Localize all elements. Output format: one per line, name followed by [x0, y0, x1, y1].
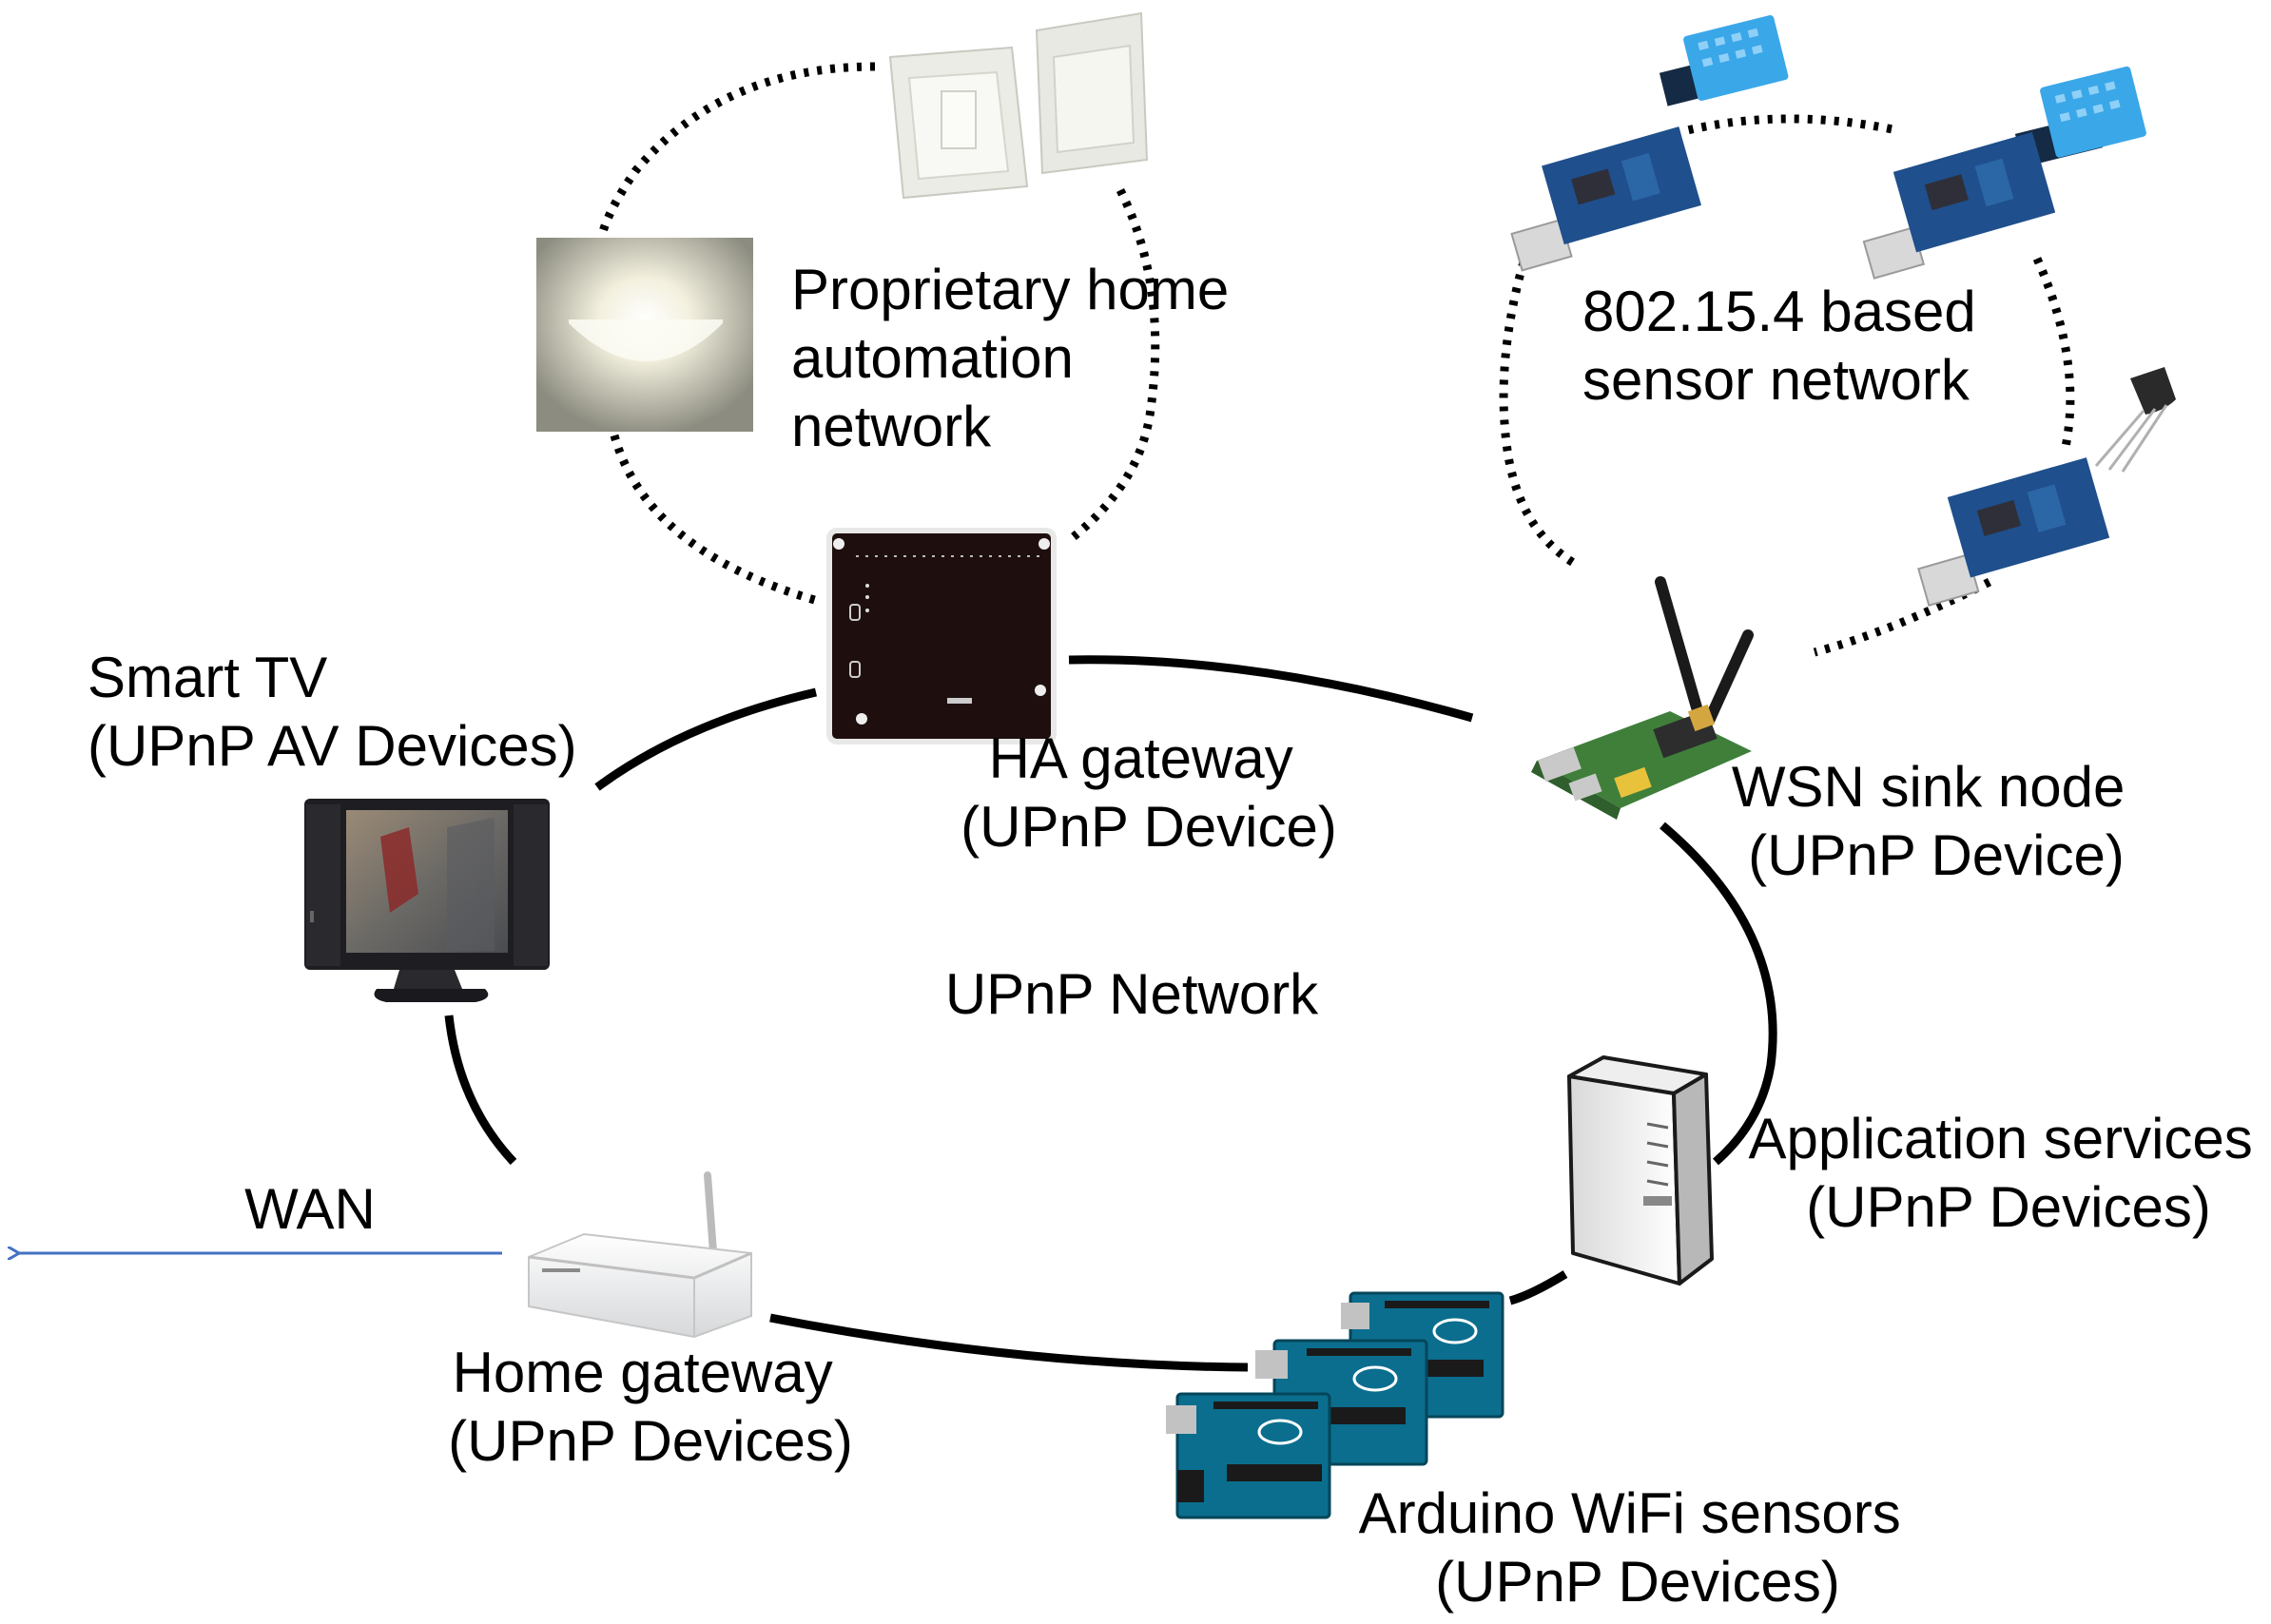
sensor-network-label: 802.15.4 based sensor network — [1582, 280, 1991, 412]
zigbee-usb-dongle-icon — [1917, 457, 2110, 607]
home-gateway-label: Home gateway (UPnP Devices) — [448, 1341, 853, 1473]
raspberry-pi-sink-icon — [1531, 576, 1754, 820]
upnp-ring — [444, 655, 1777, 1372]
wall-lamp-icon — [536, 238, 753, 432]
proprietary-network-ring — [596, 62, 1160, 606]
temperature-sensor-icon — [2094, 367, 2176, 473]
smart-tv-label: Smart TV (UPnP AV Devices) — [87, 646, 577, 778]
ring-segment-arduino-home — [769, 1313, 1249, 1372]
wan-label: WAN — [244, 1177, 376, 1241]
ring-segment-ha-wsn — [1068, 655, 1474, 723]
arduino-board-icon — [1166, 1392, 1331, 1519]
app-services-label: Application services (UPnP Devices) — [1749, 1107, 2269, 1239]
wall-switch-icon — [888, 11, 1149, 200]
wsn-sink-label: WSN sink node (UPnP Device) — [1732, 755, 2141, 887]
server-tower-icon — [1567, 1055, 1714, 1286]
ring-segment-server-arduino — [1508, 1270, 1568, 1305]
arduino-label: Arduino WiFi sensors (UPnP Devices) — [1359, 1481, 1917, 1614]
dht11-sensor-icon — [1659, 15, 1789, 106]
ring-segment-wsn-server — [1660, 822, 1777, 1166]
ha-gateway-box-icon — [826, 528, 1057, 744]
sensor-network-ring — [1499, 114, 2075, 657]
smart-tv-icon — [304, 799, 550, 1002]
wifi-router-icon — [528, 1171, 752, 1339]
proprietary-network-label: Proprietary home automation network — [791, 258, 1245, 458]
zigbee-usb-dongle-icon — [1510, 126, 1701, 272]
zigbee-usb-dongle-icon — [1862, 131, 2056, 280]
upnp-network-label: UPnP Network — [945, 962, 1319, 1026]
ha-gateway-label: HA gateway (UPnP Device) — [961, 726, 1337, 859]
ring-segment-tv-ha — [594, 687, 818, 791]
ring-segment-home-tv — [444, 1015, 517, 1166]
